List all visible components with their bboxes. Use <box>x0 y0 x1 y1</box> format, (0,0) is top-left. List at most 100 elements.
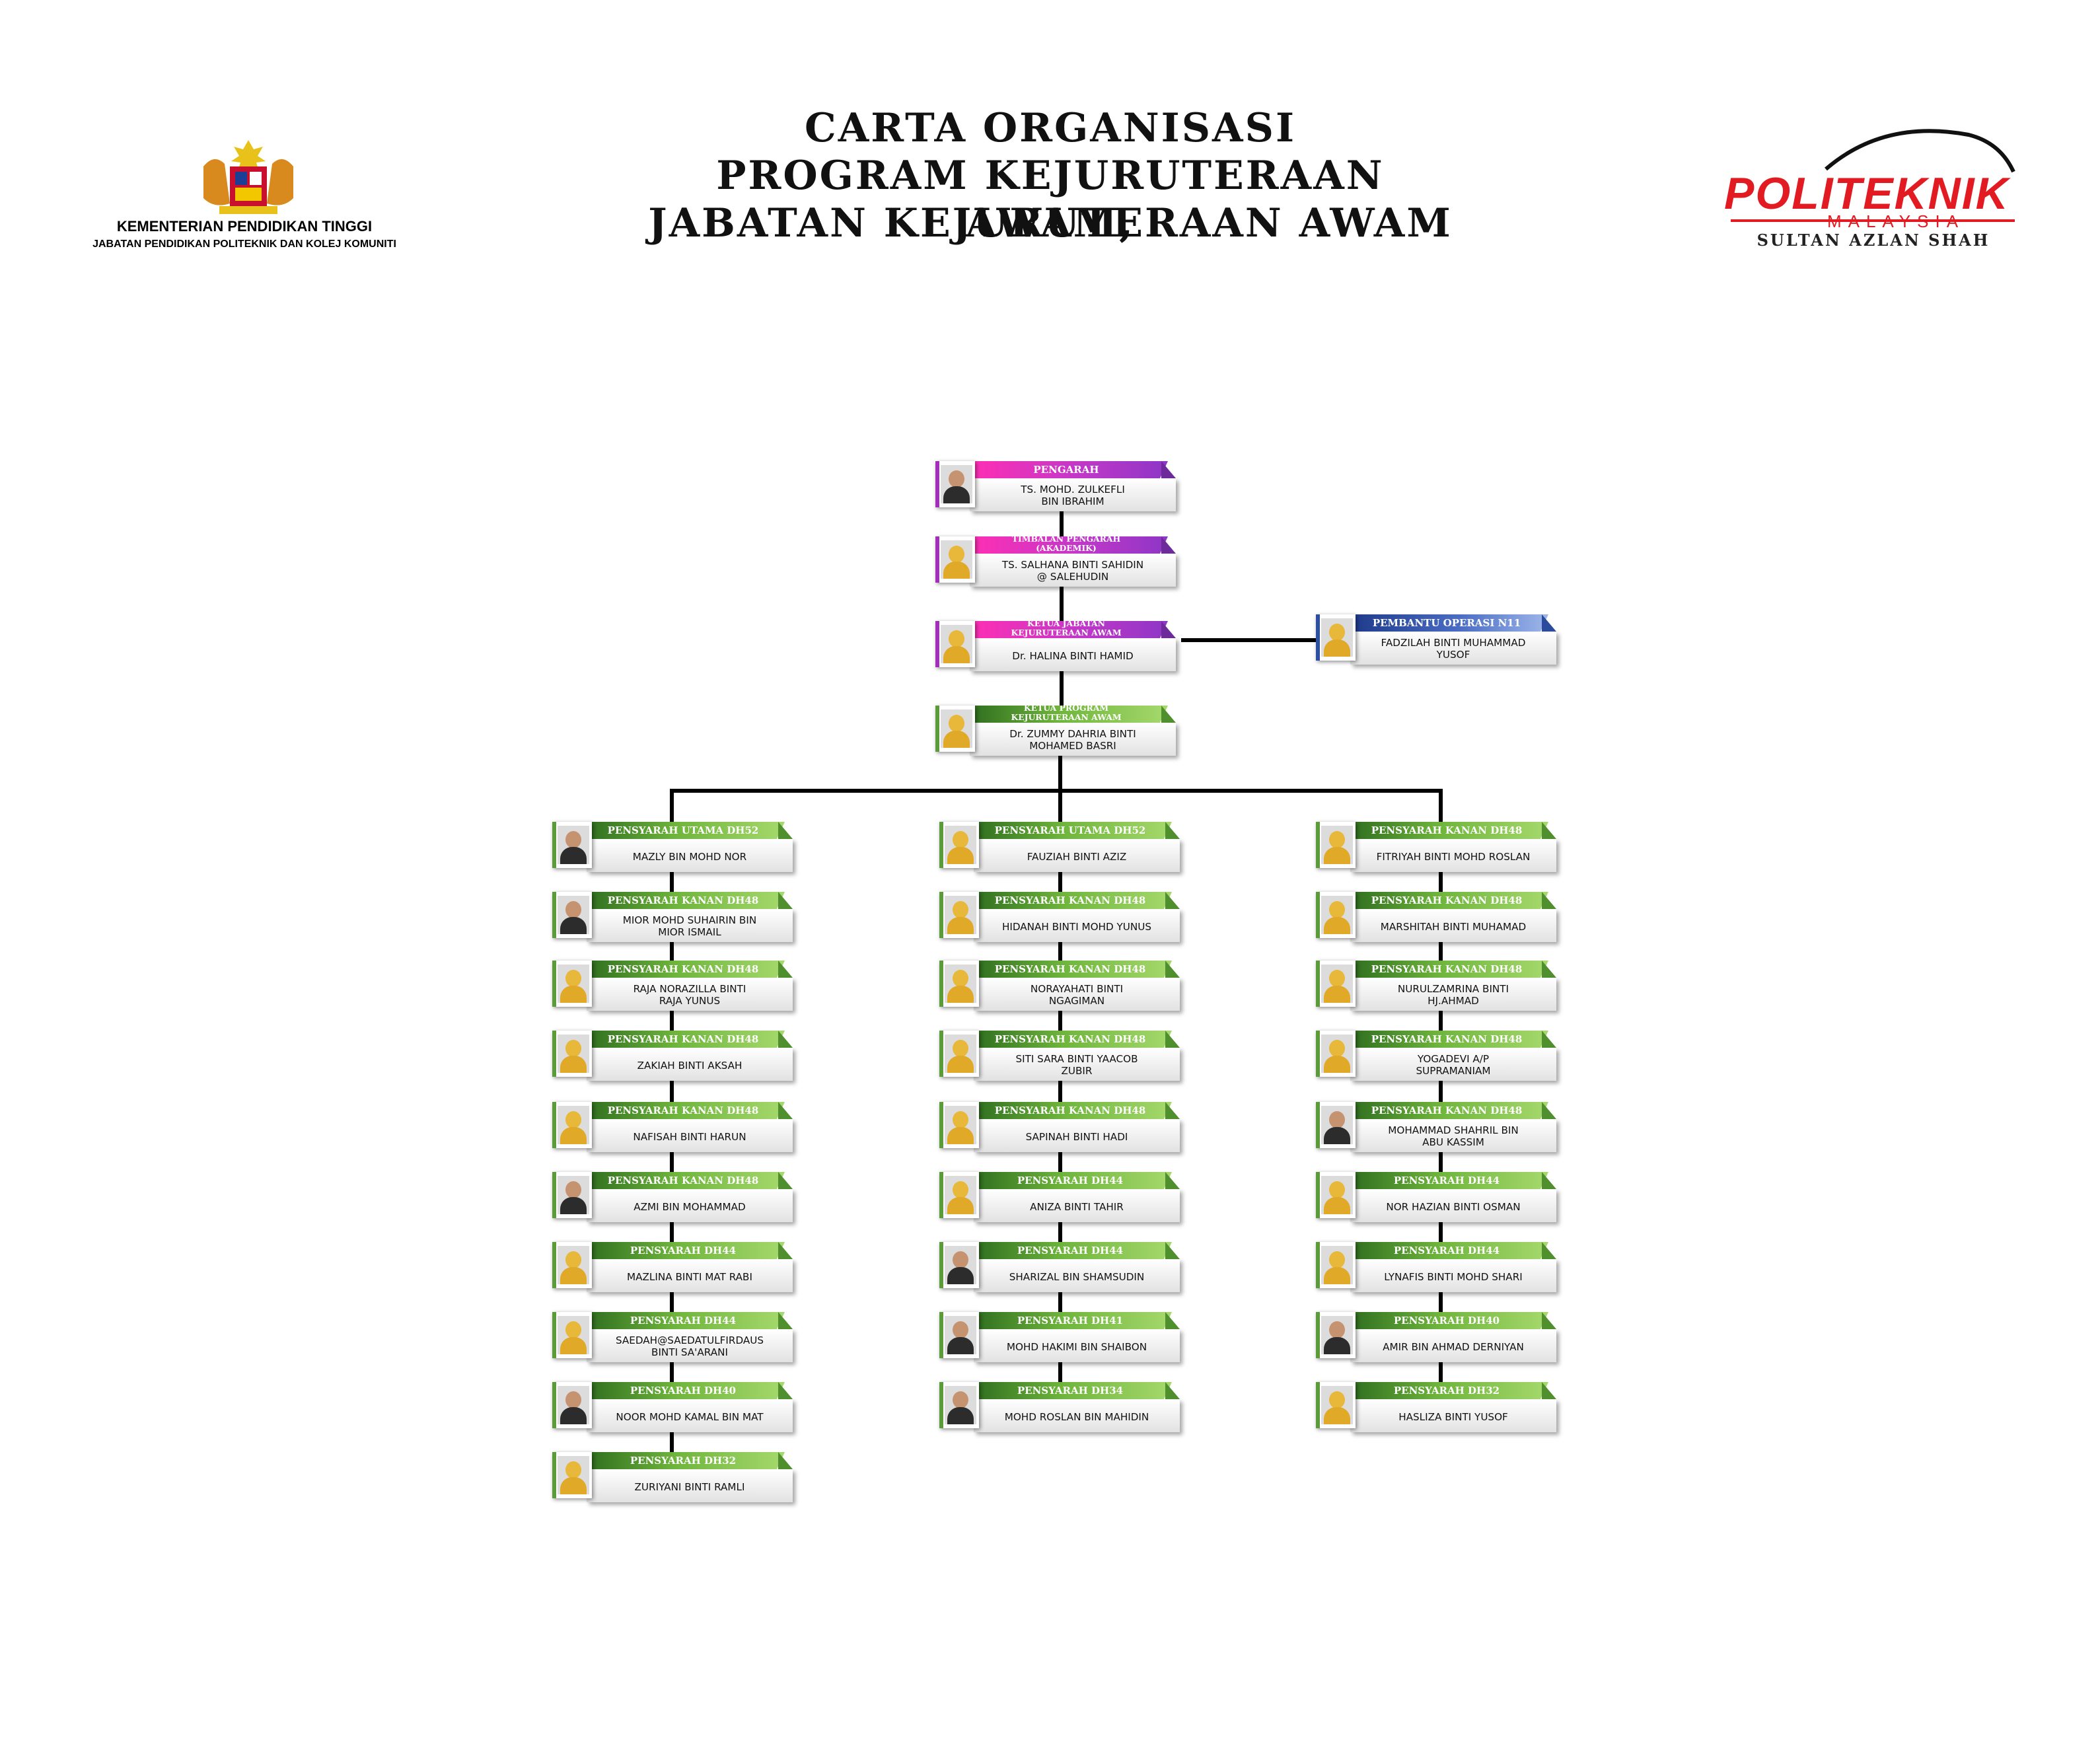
person-avatar-icon <box>945 1316 976 1354</box>
person-name: SAPINAH BINTI HADI <box>976 1120 1177 1152</box>
person-avatar-icon <box>945 896 976 934</box>
portrait-photo <box>939 822 979 868</box>
person-name: HIDANAH BINTI MOHD YUNUS <box>976 910 1177 942</box>
position-title: PENSYARAH KANAN DH48 <box>587 1102 779 1119</box>
portrait-photo <box>1316 1382 1356 1428</box>
avatar-body <box>947 1407 974 1424</box>
position-title: PENSYARAH DH44 <box>587 1312 779 1329</box>
position-banner: PENSYARAH UTAMA DH52 <box>974 822 1172 839</box>
chart-title-line-1: CARTA ORGANISASI <box>647 106 1453 153</box>
position-banner: PENSYARAH KANAN DH48 <box>587 1102 785 1119</box>
management-card-3: KETUA JABATANKEJURUTERAAN AWAMDr. HALINA… <box>935 621 1181 671</box>
person-name: MIOR MOHD SUHAIRIN BINMIOR ISMAIL <box>589 910 790 942</box>
position-title: PENSYARAH DH32 <box>1350 1382 1543 1399</box>
position-title: PENSYARAH UTAMA DH52 <box>587 822 779 839</box>
avatar-body <box>1324 639 1350 657</box>
person-name: MAZLY BIN MOHD NOR <box>589 840 790 872</box>
position-title: PENSYARAH DH44 <box>1350 1172 1543 1189</box>
avatar-body <box>943 731 970 748</box>
avatar-body <box>1324 1267 1350 1284</box>
person-name: SAEDAH@SAEDATULFIRDAUSBINTI SA'ARANI <box>589 1330 790 1362</box>
avatar-head <box>565 1111 581 1128</box>
person-name: Dr. HALINA BINTI HAMID <box>972 639 1173 671</box>
person-name: FAUZIAH BINTI AZIZ <box>976 840 1177 872</box>
person-name: AMIR BIN AHMAD DERNIYAN <box>1353 1330 1554 1362</box>
lecturer-card: PENSYARAH DH32HASLIZA BINTI YUSOF <box>1316 1382 1562 1432</box>
avatar-head <box>1329 970 1345 987</box>
avatar-body <box>560 1477 587 1494</box>
avatar-head <box>565 1321 581 1338</box>
management-card-1: PENGARAHTS. MOHD. ZULKEFLIBIN IBRAHIM <box>935 461 1181 511</box>
portrait-photo <box>1316 961 1356 1007</box>
avatar-body <box>560 917 587 934</box>
portrait-photo <box>1316 1312 1356 1358</box>
chart-title-line-3: JABATAN KEJURUTERAAN AWAM <box>647 201 1453 248</box>
position-title: KETUA PROGRAMKEJURUTERAAN AWAM <box>970 706 1163 723</box>
avatar-body <box>947 1267 974 1284</box>
position-title: PENSYARAH DH44 <box>974 1242 1167 1259</box>
avatar-head <box>565 1181 581 1198</box>
position-title: PENSYARAH DH41 <box>974 1312 1167 1329</box>
position-banner: PENSYARAH DH44 <box>587 1242 785 1259</box>
person-name: HASLIZA BINTI YUSOF <box>1353 1401 1554 1432</box>
position-title: PENSYARAH KANAN DH48 <box>587 961 779 978</box>
avatar-head <box>565 1461 581 1478</box>
position-banner: PENSYARAH DH41 <box>974 1312 1172 1329</box>
lecturer-card: PENSYARAH KANAN DH48NORAYAHATI BINTINGAG… <box>939 961 1185 1011</box>
person-avatar-icon <box>558 1386 589 1424</box>
position-title: PENSYARAH KANAN DH48 <box>587 1031 779 1048</box>
person-avatar-icon <box>1321 896 1353 934</box>
lecturer-card: PENSYARAH KANAN DH48YOGADEVI A/PSUPRAMAN… <box>1316 1031 1562 1081</box>
position-banner: PENSYARAH KANAN DH48 <box>587 1031 785 1048</box>
avatar-body <box>947 917 974 934</box>
avatar-head <box>953 1391 968 1408</box>
person-avatar-icon <box>1321 1386 1353 1424</box>
position-title: PENSYARAH KANAN DH48 <box>1350 892 1543 909</box>
branch-horizontal-line <box>670 789 1443 793</box>
portrait-photo <box>552 1312 592 1358</box>
position-banner: PENSYARAH KANAN DH48 <box>1350 961 1548 978</box>
person-avatar-icon <box>945 1246 976 1284</box>
person-avatar-icon <box>558 1456 589 1494</box>
avatar-body <box>947 847 974 864</box>
person-avatar-icon <box>558 826 589 864</box>
avatar-body <box>560 847 587 864</box>
position-banner: PENSYARAH KANAN DH48 <box>974 892 1172 909</box>
avatar-body <box>560 1197 587 1214</box>
person-name: MOHD ROSLAN BIN MAHIDIN <box>976 1401 1177 1432</box>
position-title: PENSYARAH KANAN DH48 <box>1350 1031 1543 1048</box>
person-avatar-icon <box>941 465 972 503</box>
avatar-head <box>1329 1391 1345 1408</box>
avatar-head <box>1329 1321 1345 1338</box>
lecturer-card: PENSYARAH DH32ZURIYANI BINTI RAMLI <box>552 1452 798 1502</box>
lecturer-card: PENSYARAH KANAN DH48RAJA NORAZILLA BINTI… <box>552 961 798 1011</box>
person-avatar-icon <box>1321 965 1353 1003</box>
portrait-photo <box>552 822 592 868</box>
avatar-head <box>953 1181 968 1198</box>
portrait-photo <box>939 961 979 1007</box>
avatar-head <box>565 901 581 918</box>
position-title: TIMBALAN PENGARAH(AKADEMIK) <box>970 536 1163 554</box>
person-avatar-icon <box>1321 1316 1353 1354</box>
avatar-body <box>560 1407 587 1424</box>
person-name: ANIZA BINTI TAHIR <box>976 1190 1177 1222</box>
position-banner: PENSYARAH DH44 <box>1350 1242 1548 1259</box>
person-avatar-icon <box>945 1035 976 1073</box>
position-banner: PEMBANTU OPERASI N11 <box>1350 614 1548 632</box>
position-banner: PENSYARAH DH40 <box>587 1382 785 1399</box>
lecturer-card: PENSYARAH DH44MAZLINA BINTI MAT RABI <box>552 1242 798 1292</box>
person-avatar-icon <box>1321 1176 1353 1214</box>
lecturer-card: PENSYARAH KANAN DH48SITI SARA BINTI YAAC… <box>939 1031 1185 1081</box>
person-name: MAZLINA BINTI MAT RABI <box>589 1260 790 1292</box>
person-avatar-icon <box>558 1246 589 1284</box>
portrait-photo <box>1316 1031 1356 1077</box>
